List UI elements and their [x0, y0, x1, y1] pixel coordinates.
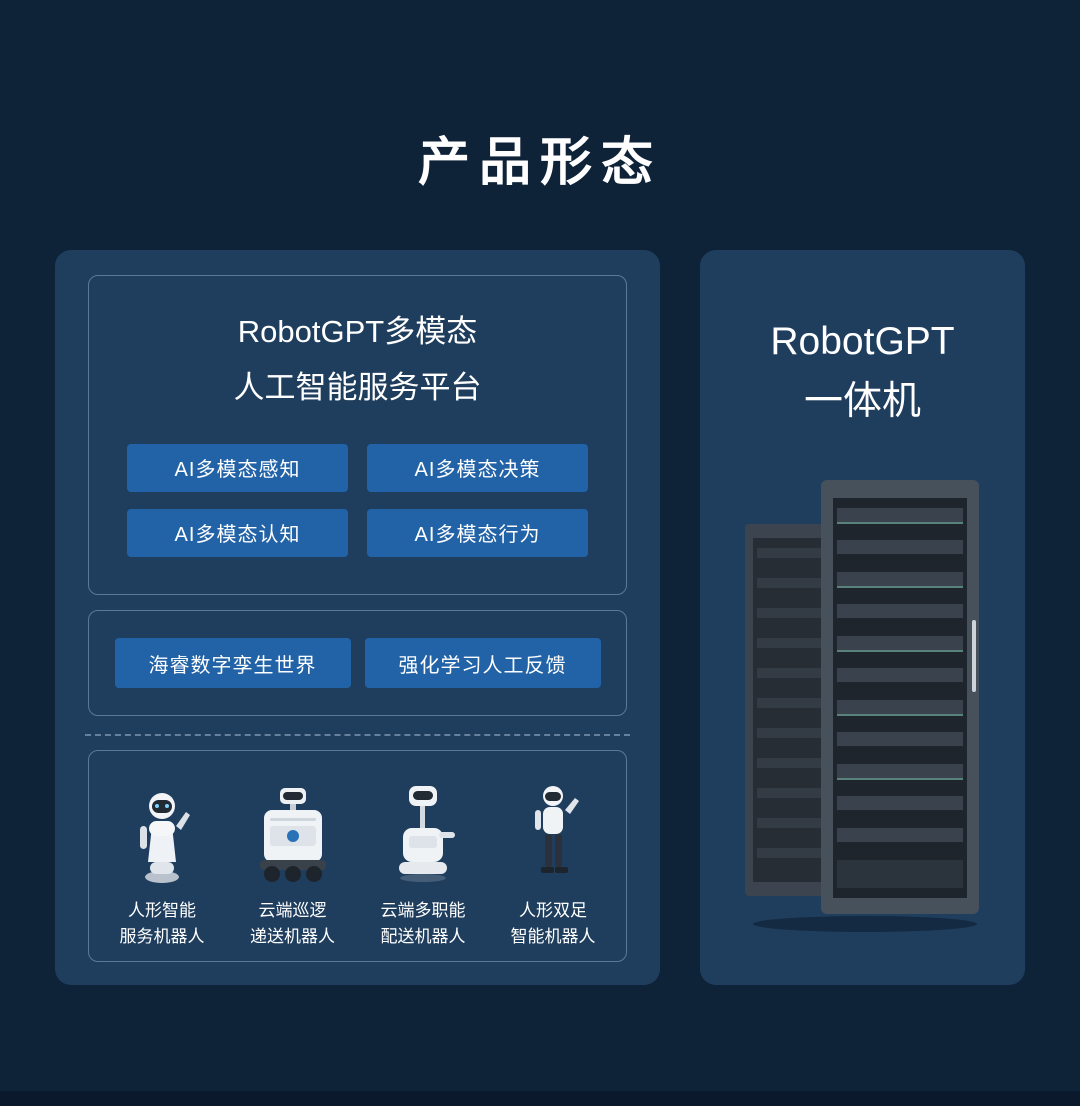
- robot-item-patrol-delivery: 云端巡逻 递送机器人: [250, 784, 336, 949]
- allinone-title: RobotGPT 一体机: [700, 312, 1025, 433]
- allinone-panel: RobotGPT 一体机: [700, 250, 1025, 985]
- platform-panel: RobotGPT多模态 人工智能服务平台 AI多模态感知 AI多模态决策 AI多…: [55, 250, 660, 985]
- dashed-divider: [85, 734, 630, 736]
- capability-chip-digital-twin: 海睿数字孪生世界: [114, 638, 351, 688]
- server-rack-image: [737, 462, 989, 945]
- robots-row: 人形智能 服务机器人: [89, 751, 626, 961]
- robot-caption: 人形智能 服务机器人: [119, 901, 205, 946]
- capability-section: 海睿数字孪生世界 强化学习人工反馈: [88, 610, 627, 716]
- robot-caption: 云端多职能 配送机器人: [380, 901, 466, 946]
- module-grid: AI多模态感知 AI多模态决策 AI多模态认知 AI多模态行为: [89, 443, 626, 557]
- module-chip-perception: AI多模态感知: [127, 443, 348, 492]
- robot-caption: 人形双足 智能机器人: [510, 901, 596, 946]
- allinone-title-line2: 一体机: [803, 380, 921, 424]
- robot-caption: 云端巡逻 递送机器人: [250, 901, 335, 946]
- capability-row: 海睿数字孪生世界 强化学习人工反馈: [89, 611, 626, 715]
- platform-title: RobotGPT多模态 人工智能服务平台: [89, 304, 626, 416]
- robot-item-humanoid-service: 人形智能 服务机器人: [120, 784, 205, 949]
- allinone-title-line1: RobotGPT: [770, 320, 955, 363]
- platform-title-line1: RobotGPT多模态: [237, 314, 478, 349]
- page-title: 产品形态: [417, 134, 662, 192]
- robot-item-bipedal-humanoid: 人形双足 智能机器人: [511, 784, 596, 949]
- humanoid-service-robot-image: [123, 784, 201, 889]
- footer-bar: [0, 1091, 1080, 1106]
- robots-section: 人形智能 服务机器人: [88, 750, 627, 962]
- module-chip-decision: AI多模态决策: [367, 443, 588, 492]
- bipedal-humanoid-robot-image: [518, 784, 588, 889]
- module-chip-cognition: AI多模态认知: [127, 508, 348, 557]
- patrol-delivery-robot-image: [250, 784, 336, 889]
- platform-section: RobotGPT多模态 人工智能服务平台 AI多模态感知 AI多模态决策 AI多…: [88, 275, 627, 595]
- capability-chip-rlhf: 强化学习人工反馈: [364, 638, 601, 688]
- robot-item-multifunction-delivery: 云端多职能 配送机器人: [381, 784, 466, 949]
- module-chip-behavior: AI多模态行为: [367, 508, 588, 557]
- multifunction-delivery-robot-image: [383, 784, 463, 889]
- platform-title-line2: 人工智能服务平台: [233, 369, 482, 405]
